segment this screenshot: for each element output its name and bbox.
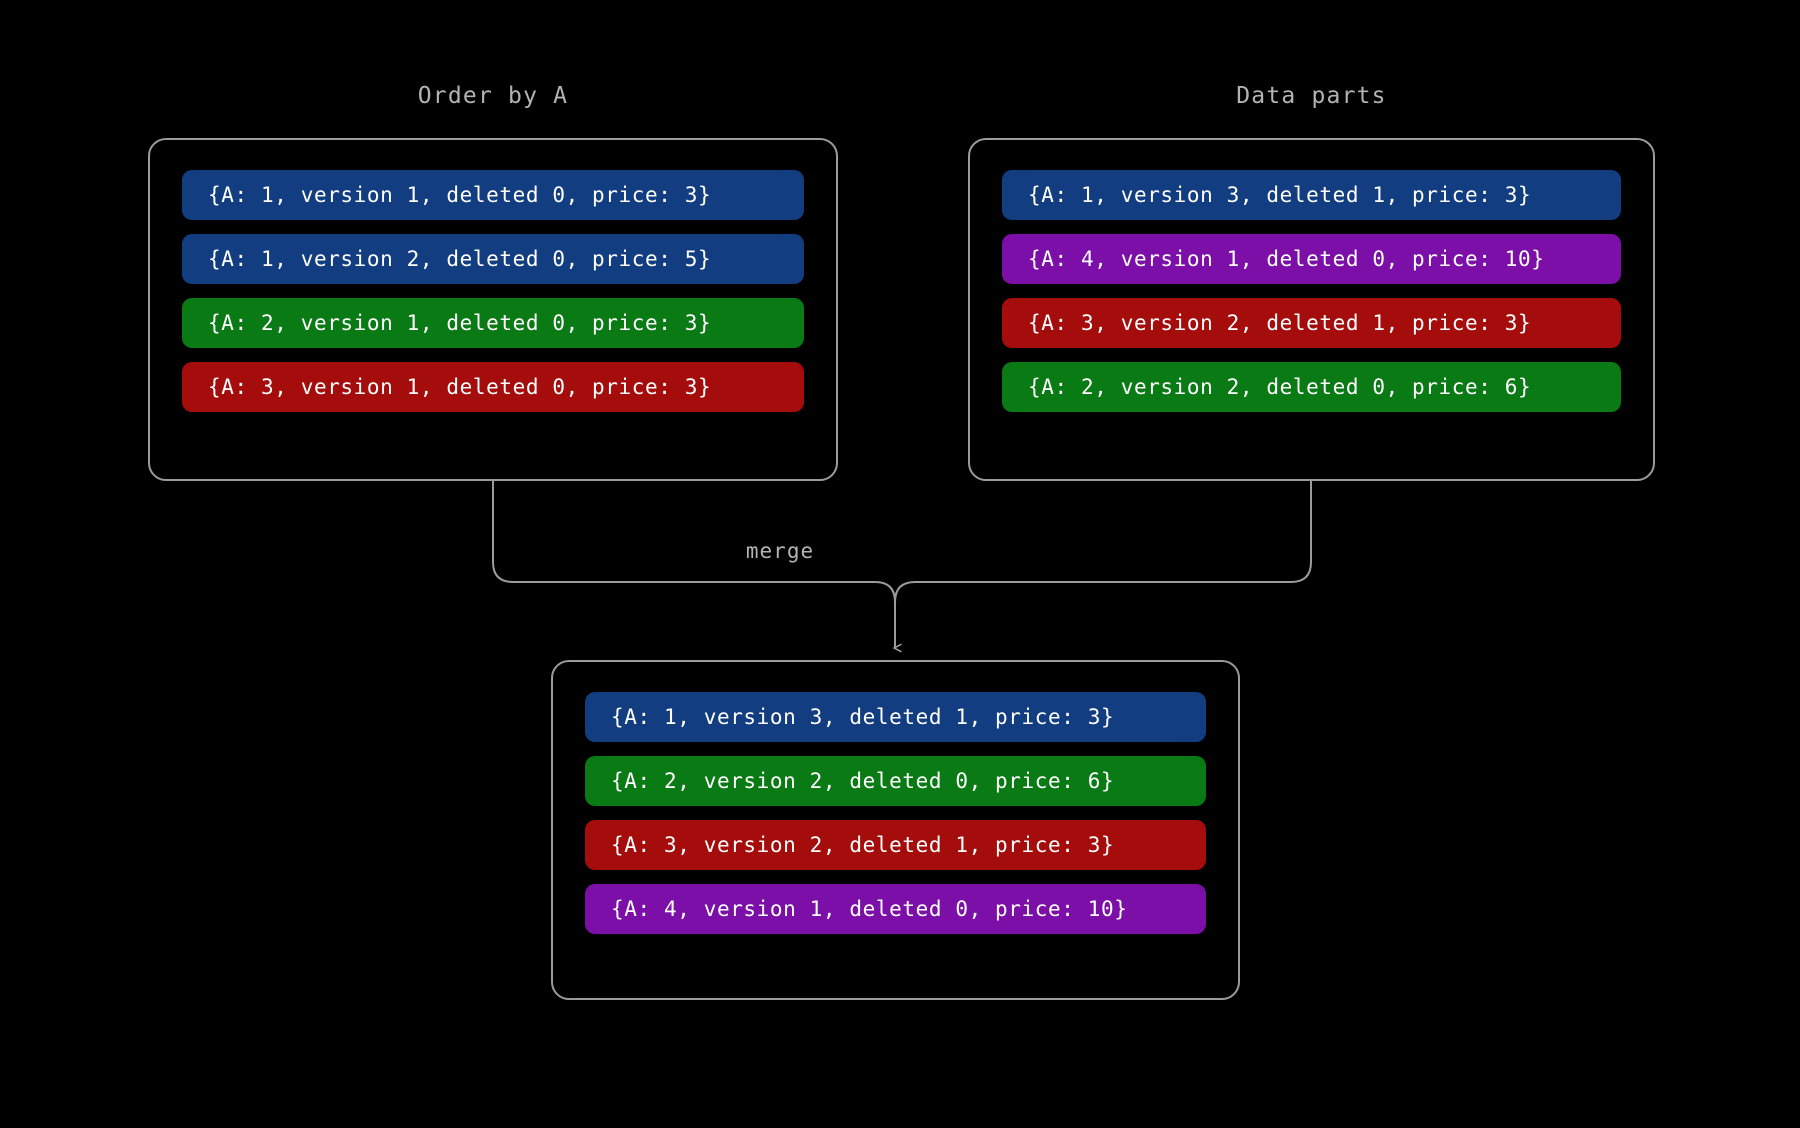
row-list-data-parts: {A: 1, version 3, deleted 1, price: 3} {…	[1002, 170, 1621, 412]
list-item: {A: 3, version 2, deleted 1, price: 3}	[1002, 298, 1621, 348]
list-item: {A: 2, version 2, deleted 0, price: 6}	[585, 756, 1206, 806]
list-item: {A: 3, version 1, deleted 0, price: 3}	[182, 362, 804, 412]
list-item: {A: 1, version 1, deleted 0, price: 3}	[182, 170, 804, 220]
panel-title-data-parts: Data parts	[1236, 83, 1387, 109]
list-item: {A: 2, version 1, deleted 0, price: 3}	[182, 298, 804, 348]
list-item: {A: 1, version 2, deleted 0, price: 5}	[182, 234, 804, 284]
panel-order-by-a: {A: 1, version 1, deleted 0, price: 3} {…	[148, 138, 838, 481]
connector-from-data-parts	[894, 481, 1312, 637]
panel-title-order-by-a: Order by A	[417, 83, 569, 109]
panel-data-parts: {A: 1, version 3, deleted 1, price: 3} {…	[968, 138, 1655, 481]
row-list-merged: {A: 1, version 3, deleted 1, price: 3} {…	[585, 692, 1206, 934]
list-item: {A: 1, version 3, deleted 1, price: 3}	[585, 692, 1206, 742]
list-item: {A: 1, version 3, deleted 1, price: 3}	[1002, 170, 1621, 220]
list-item: {A: 4, version 1, deleted 0, price: 10}	[585, 884, 1206, 934]
panel-merged-result: {A: 1, version 3, deleted 1, price: 3} {…	[551, 660, 1240, 1000]
row-list-order-by-a: {A: 1, version 1, deleted 0, price: 3} {…	[182, 170, 804, 412]
merge-label: merge	[745, 539, 815, 563]
list-item: {A: 4, version 1, deleted 0, price: 10}	[1002, 234, 1621, 284]
list-item: {A: 2, version 2, deleted 0, price: 6}	[1002, 362, 1621, 412]
list-item: {A: 3, version 2, deleted 1, price: 3}	[585, 820, 1206, 870]
